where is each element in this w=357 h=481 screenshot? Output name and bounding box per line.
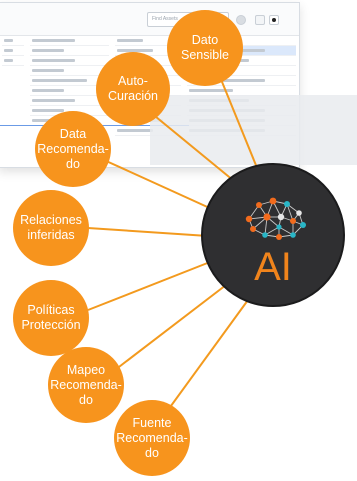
connector-relaciones-inferidas bbox=[87, 227, 209, 237]
bubble-label: Políticas Protección bbox=[21, 303, 81, 332]
bubble-label: Dato Sensible bbox=[181, 33, 229, 62]
bubble-fuente-recomendado: Fuente Recomenda- do bbox=[114, 400, 190, 476]
screenshot-toolbar: Find Assets bbox=[0, 3, 299, 36]
connector-mapeo-recomendado bbox=[114, 284, 227, 371]
bubble-label: Fuente Recomenda- do bbox=[116, 415, 188, 460]
connector-data-recomendado bbox=[103, 159, 226, 216]
connector-dato-sensible bbox=[217, 71, 263, 181]
bubble-dato-sensible: Dato Sensible bbox=[167, 10, 243, 86]
ai-hub: AI bbox=[201, 163, 345, 307]
screenshot-record-icon bbox=[269, 15, 279, 25]
bubble-auto-curacion: Auto- Curación bbox=[96, 52, 170, 126]
bubble-label: Data Recomenda- do bbox=[37, 126, 109, 171]
bubble-label: Auto- Curación bbox=[107, 74, 159, 103]
connector-fuente-recomendado bbox=[167, 299, 249, 411]
ai-hub-label: AI bbox=[254, 245, 292, 289]
connector-politicas-proteccion bbox=[87, 261, 211, 311]
bubble-politicas-proteccion: Políticas Protección bbox=[13, 280, 89, 356]
neural-network-brain-icon bbox=[245, 197, 306, 240]
bubble-mapeo-recomendado: Mapeo Recomenda- do bbox=[48, 347, 124, 423]
screenshot-panel-left bbox=[0, 36, 28, 166]
bubble-label: Mapeo Recomenda- do bbox=[50, 362, 122, 407]
bubble-data-recomendado: Data Recomenda- do bbox=[35, 111, 111, 187]
screenshot-window-icon bbox=[255, 15, 265, 25]
screenshot-gray-overlay bbox=[150, 95, 357, 165]
bubble-label: Relaciones inferidas bbox=[20, 213, 82, 242]
bubble-relaciones-inferidas: Relaciones inferidas bbox=[13, 190, 89, 266]
screenshot-toggle-icon bbox=[236, 15, 246, 25]
